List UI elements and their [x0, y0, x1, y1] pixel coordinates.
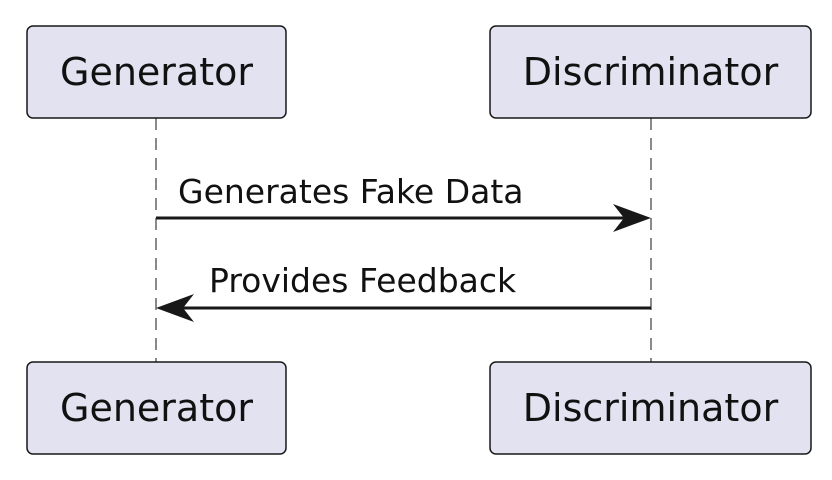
- participant-label: Discriminator: [523, 386, 779, 430]
- arrowhead-left-icon: [156, 294, 194, 322]
- participant-discriminator-bottom: Discriminator: [489, 361, 812, 455]
- message-label: Generates Fake Data: [178, 172, 524, 211]
- participant-generator-top: Generator: [26, 25, 287, 119]
- message-label: Provides Feedback: [209, 261, 517, 300]
- message-generates-fake-data: Generates Fake Data: [156, 172, 651, 232]
- arrowhead-right-icon: [613, 204, 651, 232]
- participant-label: Generator: [60, 50, 253, 94]
- participant-generator-bottom: Generator: [26, 361, 287, 455]
- participant-label: Generator: [60, 386, 253, 430]
- participant-label: Discriminator: [523, 50, 779, 94]
- participant-discriminator-top: Discriminator: [489, 25, 812, 119]
- message-provides-feedback: Provides Feedback: [156, 261, 651, 322]
